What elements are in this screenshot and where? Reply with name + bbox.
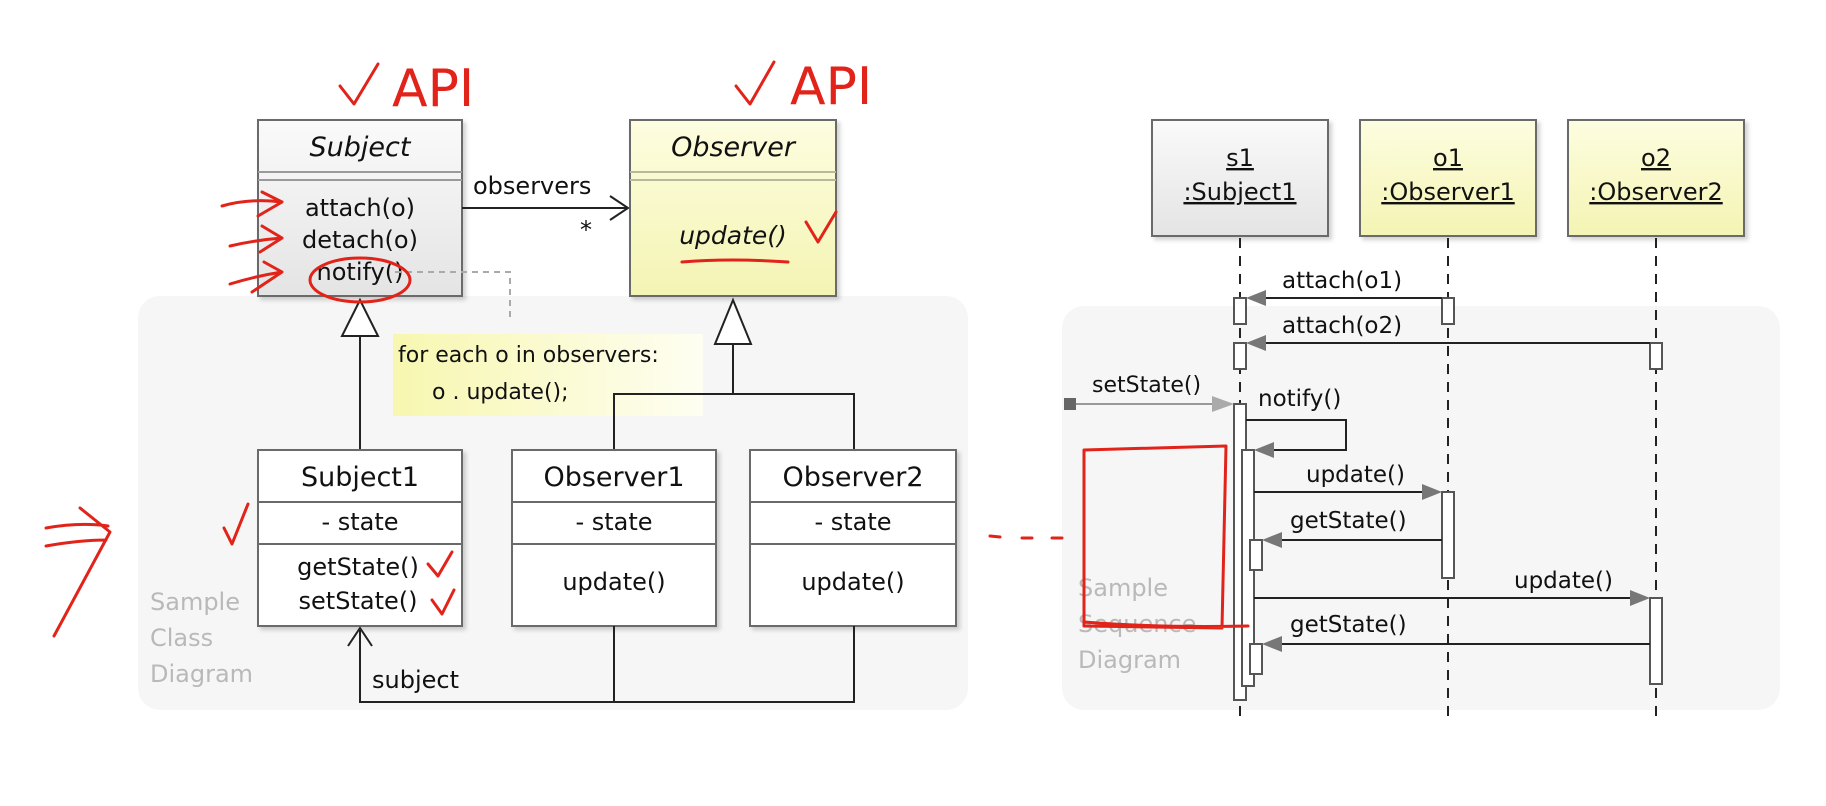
subject-back-association [359, 626, 855, 703]
subject1-attr-state: - state [321, 508, 398, 536]
lifeline-o2-type: :Observer2 [1589, 178, 1722, 206]
check-icon-update [804, 210, 838, 244]
observer2-class-name: Observer2 [782, 462, 923, 493]
check-icon-api-1 [338, 62, 380, 106]
observer2-op-update: update() [801, 568, 904, 596]
association-arrowhead [609, 195, 630, 221]
observer1-class [511, 449, 717, 627]
observers-association-label: observers [473, 172, 591, 200]
observer1-op-update: update() [562, 568, 665, 596]
note-line-2: o . update(); [432, 380, 569, 405]
lifeline-o1-head [1359, 119, 1537, 237]
arrow-icon-notify [228, 260, 284, 294]
msg-getstate-o2: getState() [1290, 612, 1407, 638]
msg-attach-o1: attach(o1) [1282, 268, 1402, 294]
lifeline-o2-id: o2 [1641, 144, 1671, 172]
note-anchor-line [395, 271, 511, 318]
lifeline-s1-head [1151, 119, 1329, 237]
msg-setstate: setState() [1092, 373, 1201, 398]
msg-notify: notify() [1258, 386, 1341, 412]
observer2-attr-state: - state [814, 508, 891, 536]
note-line-1: for each o in observers: [398, 343, 659, 368]
sequence-diagram-label-line3: Diagram [1078, 646, 1181, 674]
handwritten-annotations: API API [44, 57, 1250, 638]
observer2-class [749, 449, 957, 627]
subject-generalization-triangle [340, 297, 380, 337]
update-underline [680, 258, 790, 264]
arrow-icon-detach [228, 224, 284, 254]
arrow-icon-attach [220, 190, 284, 218]
found-message-start [1064, 398, 1076, 410]
subject-class-name: Subject [310, 132, 412, 163]
message-arrowheads [1212, 290, 1650, 652]
observer-realization-lines [613, 393, 855, 450]
observer-interface-name: Observer [671, 132, 797, 163]
subject-op-detach: detach(o) [302, 226, 418, 254]
sequence-diagram-label-line1: Sample [1078, 574, 1168, 602]
msg-attach-o2: attach(o2) [1282, 313, 1402, 339]
subject1-op-setstate: setState() [299, 587, 418, 615]
subject-op-attach: attach(o) [305, 194, 415, 222]
lifeline-o1-type: :Observer1 [1381, 178, 1514, 206]
observer1-class-name: Observer1 [543, 462, 684, 493]
subject1-class [257, 449, 463, 627]
api-annotation-2: API [790, 57, 872, 117]
observer-realization-triangle [713, 297, 753, 345]
check-icon-getstate [426, 550, 454, 578]
activation-bars [1233, 297, 1663, 701]
dash-connector [988, 534, 1064, 540]
multiplicity-label: * [580, 216, 592, 244]
api-annotation-1: API [392, 59, 474, 119]
check-icon-subject1 [222, 502, 250, 546]
msg-update-o2: update() [1514, 568, 1613, 594]
subject1-op-getstate: getState() [297, 553, 419, 581]
class-diagram-label-line3: Diagram [150, 660, 253, 688]
observer1-attr-state: - state [575, 508, 652, 536]
class-diagram: Sample Class Diagram Subject attach(o) d… [138, 119, 968, 710]
class-diagram-label-line1: Sample [150, 588, 240, 616]
lifeline-o2-head [1567, 119, 1745, 237]
subject-back-association-label: subject [372, 666, 459, 694]
msg-update-o1: update() [1306, 462, 1405, 488]
sequence-diagram: Sample Sequence Diagram s1 :Subject1 o1 … [1062, 119, 1780, 716]
observer-op-update: update() [679, 221, 787, 250]
lifeline-s1-type: :Subject1 [1183, 178, 1296, 206]
subject1-class-name: Subject1 [301, 462, 419, 493]
implies-arrow-icon [44, 506, 112, 638]
lifeline-s1-id: s1 [1226, 144, 1254, 172]
subject-back-arrowhead [347, 626, 373, 647]
observer-interface [629, 119, 837, 297]
note-box [393, 334, 703, 416]
msg-getstate-o1: getState() [1290, 508, 1407, 534]
class-diagram-label-line2: Class [150, 624, 213, 652]
lifeline-o1-id: o1 [1433, 144, 1463, 172]
check-icon-api-2 [734, 60, 776, 106]
highlight-rectangle [1082, 444, 1250, 630]
notify-circle [308, 256, 412, 304]
check-icon-setstate [430, 588, 456, 616]
